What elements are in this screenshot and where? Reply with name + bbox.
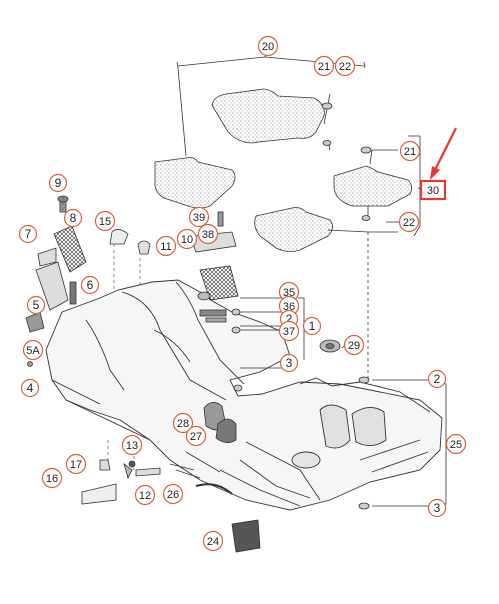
callout-number: 35 bbox=[283, 287, 295, 299]
callout-c6: 6 bbox=[80, 275, 100, 295]
front-mat-large bbox=[211, 88, 325, 144]
callout-number: 5A bbox=[26, 345, 40, 357]
callout-number: 22 bbox=[403, 217, 415, 229]
callout-number: 38 bbox=[202, 229, 214, 241]
callout-number: 37 bbox=[283, 326, 295, 338]
callout-c13: 13 bbox=[121, 434, 143, 456]
callout-number: 11 bbox=[160, 241, 171, 253]
callout-c26: 26 bbox=[162, 483, 184, 505]
callout-number: 39 bbox=[193, 212, 205, 224]
callout-number: 5 bbox=[33, 298, 40, 312]
callout-number: 9 bbox=[55, 176, 62, 190]
rear-mat-left bbox=[254, 207, 333, 252]
floor-pan bbox=[45, 279, 443, 511]
callout-c3b: 3 bbox=[427, 498, 447, 518]
callout-number: 15 bbox=[99, 216, 111, 228]
callout-c22b: 22 bbox=[398, 211, 420, 233]
callout-c38: 38 bbox=[197, 223, 219, 245]
callout-c12: 12 bbox=[134, 484, 156, 506]
callout-c7: 7 bbox=[18, 224, 38, 244]
callout-c9: 9 bbox=[48, 173, 68, 193]
callout-number: 6 bbox=[87, 278, 94, 292]
callout-c8: 8 bbox=[63, 208, 83, 228]
callout-c24: 24 bbox=[202, 530, 224, 552]
callout-number: 28 bbox=[177, 418, 189, 430]
callout-c22a: 22 bbox=[334, 55, 356, 77]
callout-number: 21 bbox=[404, 146, 416, 158]
callout-number: 30 bbox=[427, 185, 439, 197]
callout-number: 2 bbox=[434, 372, 441, 386]
callout-c27: 27 bbox=[185, 425, 207, 447]
callout-number: 22 bbox=[339, 61, 351, 73]
callout-number: 20 bbox=[262, 41, 274, 53]
callout-c21a: 21 bbox=[313, 55, 335, 77]
callout-c30: 30 bbox=[419, 179, 447, 201]
callout-c1: 1 bbox=[302, 316, 322, 336]
callout-c16: 16 bbox=[41, 467, 63, 489]
callout-c3a: 3 bbox=[279, 353, 299, 373]
rear-mat-right bbox=[333, 165, 412, 207]
callout-c21b: 21 bbox=[399, 140, 421, 162]
callout-number: 25 bbox=[450, 439, 462, 451]
pedal-parts bbox=[25, 195, 129, 367]
callout-number: 12 bbox=[139, 490, 151, 502]
callout-number: 36 bbox=[283, 301, 295, 313]
callout-number: 21 bbox=[318, 61, 330, 73]
callout-number: 29 bbox=[348, 340, 360, 352]
callout-number: 2 bbox=[286, 312, 293, 326]
callout-c2b: 2 bbox=[427, 369, 447, 389]
callout-c25: 25 bbox=[445, 433, 467, 455]
callout-c29: 29 bbox=[343, 334, 365, 356]
callout-c4: 4 bbox=[20, 378, 40, 398]
callout-number: 3 bbox=[434, 501, 441, 515]
callout-c10: 10 bbox=[176, 228, 198, 250]
callout-c39: 39 bbox=[188, 206, 210, 228]
floor-mat-group bbox=[154, 52, 427, 380]
callout-number: 17 bbox=[70, 459, 82, 471]
callout-number: 16 bbox=[46, 473, 58, 485]
callout-number: 24 bbox=[207, 536, 219, 548]
callout-number: 8 bbox=[70, 211, 77, 225]
callout-number: 27 bbox=[190, 431, 202, 443]
callout-c28: 28 bbox=[172, 412, 194, 434]
callout-number: 13 bbox=[126, 440, 138, 452]
callout-c15: 15 bbox=[94, 210, 116, 232]
callout-c35: 35 bbox=[278, 281, 300, 303]
callout-number: 7 bbox=[25, 227, 32, 241]
callout-c17: 17 bbox=[65, 453, 87, 475]
callout-number: 1 bbox=[309, 319, 316, 333]
front-mat-small bbox=[154, 157, 236, 209]
highlight-arrow bbox=[430, 127, 457, 180]
callout-c37: 37 bbox=[278, 320, 300, 342]
callout-c11: 11 bbox=[155, 235, 177, 257]
callout-number: 4 bbox=[27, 381, 34, 395]
callout-number: 10 bbox=[181, 234, 193, 246]
callout-c20: 20 bbox=[257, 35, 279, 57]
mat-clips bbox=[321, 102, 372, 221]
callout-c5a: 5A bbox=[22, 339, 44, 361]
callout-c5: 5 bbox=[26, 295, 46, 315]
callout-number: 26 bbox=[167, 489, 179, 501]
callout-number: 3 bbox=[286, 356, 293, 370]
